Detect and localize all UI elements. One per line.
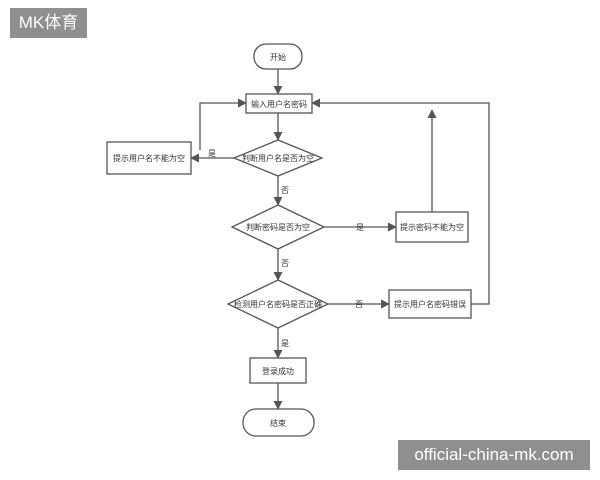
edge-label-user-empty-yes: 是 xyxy=(208,149,216,158)
watermark-bottom-right: official-china-mk.com xyxy=(398,440,590,470)
node-prompt-pwd-empty: 提示密码不能为空 xyxy=(395,211,469,243)
node-prompt-user-empty: 提示用户名不能为空 xyxy=(106,141,192,175)
node-end-label: 结束 xyxy=(270,418,286,428)
edge-label-pwd-empty-yes: 是 xyxy=(356,223,364,232)
node-prompt-pwd-empty-label: 提示密码不能为空 xyxy=(400,222,464,232)
node-verify-label: 检测用户名密码是否正确 xyxy=(234,299,322,309)
node-end: 结束 xyxy=(242,408,315,437)
node-input: 输入用户名密码 xyxy=(245,93,313,114)
node-input-label: 输入用户名密码 xyxy=(251,99,307,109)
node-success: 登录成功 xyxy=(249,357,307,384)
watermark-top-left: MK体育 xyxy=(10,8,87,38)
node-check-pwd-empty-label: 判断密码是否为空 xyxy=(246,222,310,232)
node-check-user-empty-label: 判断用户名是否为空 xyxy=(242,153,314,163)
connectors xyxy=(190,69,490,410)
node-verify: 检测用户名密码是否正确 xyxy=(226,279,330,329)
node-prompt-wrong: 提示用户名密码错误 xyxy=(388,289,472,319)
edge-label-verify-no: 否 xyxy=(355,300,363,309)
node-prompt-user-empty-label: 提示用户名不能为空 xyxy=(113,153,185,163)
edge-prompt-wrong-back xyxy=(311,98,490,305)
edge-label-verify-yes: 是 xyxy=(281,339,289,348)
node-prompt-wrong-label: 提示用户名密码错误 xyxy=(394,299,466,309)
node-start-label: 开始 xyxy=(270,52,286,62)
edge-label-user-empty-no: 否 xyxy=(281,186,289,195)
edge-label-pwd-empty-no: 否 xyxy=(281,259,289,268)
node-start: 开始 xyxy=(253,43,303,70)
node-success-label: 登录成功 xyxy=(262,366,294,376)
edge-labels: 是 否 是 否 否 是 xyxy=(208,149,364,348)
node-check-user-empty: 判断用户名是否为空 xyxy=(232,139,324,177)
node-check-pwd-empty: 判断密码是否为空 xyxy=(230,204,326,250)
edge-prompt-user-back xyxy=(199,98,247,150)
